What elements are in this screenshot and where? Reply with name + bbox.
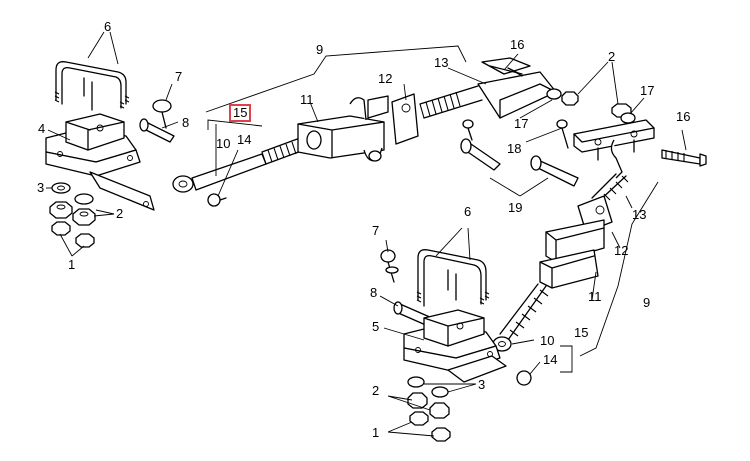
- upper-adjuster-housing: [297, 85, 483, 162]
- callout-8: 8: [370, 285, 378, 300]
- upper-leveling-rod: [172, 137, 305, 207]
- callout-8: 8: [182, 115, 190, 130]
- callout-3: 3: [37, 180, 45, 195]
- callout-10: 10: [216, 136, 231, 151]
- callout-18: 18: [507, 141, 522, 156]
- callout-5: 5: [372, 319, 380, 334]
- callout-2: 2: [608, 49, 616, 64]
- lower-right-link: [492, 139, 629, 386]
- upper-pins-19: [460, 119, 579, 187]
- callout-11: 11: [588, 289, 602, 304]
- lower-nuts-washers: [407, 376, 451, 442]
- upper-right-bracket: [573, 103, 707, 167]
- callout-12: 12: [378, 71, 393, 86]
- lower-u-bolt: [380, 249, 490, 307]
- upper-clamp-bracket: [45, 113, 155, 211]
- callout-9: 9: [643, 295, 651, 310]
- callout-9: 9: [316, 42, 324, 57]
- callout-12: 12: [614, 243, 629, 258]
- callout-16: 16: [676, 109, 691, 124]
- callout-1: 1: [68, 257, 76, 272]
- callout-4: 4: [38, 121, 46, 136]
- upper-nuts-washers: [49, 182, 96, 248]
- callout-15: 15: [574, 325, 589, 340]
- callout-11: 11: [300, 92, 314, 107]
- callout-6: 6: [464, 204, 472, 219]
- callout-2: 2: [372, 383, 380, 398]
- callout-17: 17: [640, 83, 655, 98]
- callout-14: 14: [237, 132, 252, 147]
- leader-lines: [46, 31, 687, 437]
- callout-10: 10: [540, 333, 555, 348]
- callout-16: 16: [510, 37, 525, 52]
- callout-17: 17: [514, 116, 529, 131]
- upper-pin-and-lynch: [139, 99, 175, 143]
- callout-13: 13: [434, 55, 449, 70]
- callout-15-highlighted[interactable]: 15: [229, 104, 252, 122]
- callout-1: 1: [372, 425, 380, 440]
- callout-2: 2: [116, 206, 124, 221]
- callout-14: 14: [543, 352, 558, 367]
- callout-6: 6: [104, 19, 112, 34]
- lower-clamp-bracket: [403, 309, 507, 383]
- callout-19: 19: [508, 200, 523, 215]
- callout-7: 7: [372, 223, 380, 238]
- upper-u-bolt: [54, 61, 130, 111]
- callout-13: 13: [632, 207, 647, 222]
- callout-7: 7: [175, 69, 183, 84]
- upper-top-link-end: [477, 57, 579, 119]
- callout-3: 3: [478, 377, 486, 392]
